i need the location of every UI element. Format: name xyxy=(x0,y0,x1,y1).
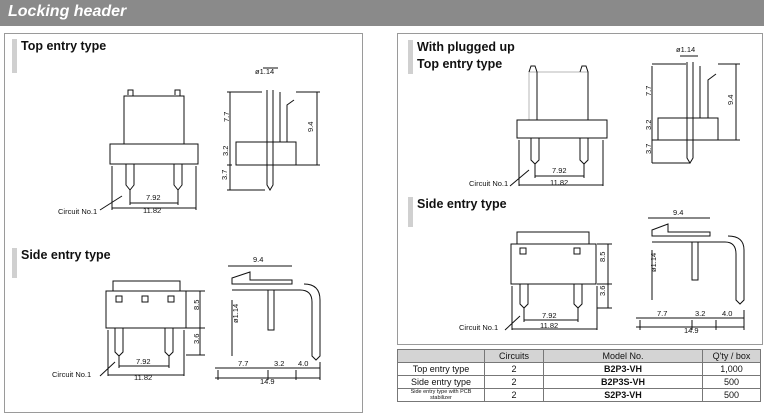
table-row: Side entry type 2 B2P3S-VH 500 xyxy=(397,375,761,389)
l-top-circuit: Circuit No.1 xyxy=(58,207,97,216)
r-side-1182: 11.82 xyxy=(540,321,558,330)
right-panel xyxy=(397,33,763,345)
r-top-792: 7.92 xyxy=(552,166,567,175)
side-entry-title: Side entry type xyxy=(12,248,111,278)
left-top-front-view xyxy=(99,89,199,211)
right-top-side-view xyxy=(651,55,740,164)
r-side-94: 9.4 xyxy=(673,208,683,217)
l-side-149: 14.9 xyxy=(260,377,275,386)
l-side-36: 3.6 xyxy=(192,334,201,344)
l-side-792: 7.92 xyxy=(136,357,151,366)
model-table: Circuits Model No. Q'ty / box Top entry … xyxy=(397,349,761,402)
r-top-phi: ø1.14 xyxy=(676,45,695,54)
r-top-32: 3.2 xyxy=(644,120,653,130)
r-top-77: 7.7 xyxy=(644,86,653,96)
l-top-792: 7.92 xyxy=(146,193,161,202)
row-qty: 500 xyxy=(702,388,761,402)
row-qty: 500 xyxy=(702,375,761,389)
row-circuits: 2 xyxy=(484,362,544,376)
table-row: Top entry type 2 B2P3-VH 1,000 xyxy=(397,362,761,376)
r-top-circuit: Circuit No.1 xyxy=(469,179,508,188)
row-qty: 1,000 xyxy=(702,362,761,376)
plugged-title-line1: With plugged up xyxy=(417,40,515,54)
row-model: B2P3-VH xyxy=(543,362,703,376)
right-side-front-view xyxy=(504,231,612,331)
l-side-phi: ø1.14 xyxy=(231,304,240,323)
row-type: Side entry type with PCB stabilizer xyxy=(397,388,485,402)
r-side-32: 3.2 xyxy=(695,309,705,318)
l-side-40: 4.0 xyxy=(298,359,308,368)
row-circuits: 2 xyxy=(484,388,544,402)
plugged-title-line2: Top entry type xyxy=(417,57,503,71)
l-side-32: 3.2 xyxy=(274,359,284,368)
r-side-792: 7.92 xyxy=(542,311,557,320)
r-top-1182: 11.82 xyxy=(550,178,568,187)
table-header xyxy=(397,349,485,363)
table-header-row: Circuits Model No. Q'ty / box xyxy=(397,349,761,363)
table-header: Model No. xyxy=(543,349,703,363)
left-top-side-view xyxy=(227,67,320,191)
table-header: Q'ty / box xyxy=(702,349,761,363)
row-circuits: 2 xyxy=(484,375,544,389)
r-side-40: 4.0 xyxy=(722,309,732,318)
r-side-36: 3.6 xyxy=(598,286,607,296)
l-side-77: 7.7 xyxy=(238,359,248,368)
r-side-77: 7.7 xyxy=(657,309,667,318)
l-side-circuit: Circuit No.1 xyxy=(52,370,91,379)
l-top-37: 3.7 xyxy=(220,170,229,180)
left-side-front-view xyxy=(99,280,205,377)
table-row: Side entry type with PCB stabilizer 2 S2… xyxy=(397,388,761,402)
r-side-149: 14.9 xyxy=(684,326,699,335)
right-top-front-view xyxy=(509,65,608,187)
row-type: Side entry type xyxy=(397,375,485,389)
l-side-1182: 11.82 xyxy=(134,373,152,382)
left-side-side-view xyxy=(215,265,321,380)
l-side-94: 9.4 xyxy=(253,255,263,264)
right-side-entry-title: Side entry type xyxy=(408,197,507,227)
r-top-37: 3.7 xyxy=(644,144,653,154)
row-model: B2P3S-VH xyxy=(543,375,703,389)
row-model: S2P3-VH xyxy=(543,388,703,402)
r-side-85: 8.5 xyxy=(598,252,607,262)
l-top-1182: 11.82 xyxy=(143,206,161,215)
table-header: Circuits xyxy=(484,349,544,363)
l-top-94: 9.4 xyxy=(306,122,315,132)
r-side-circuit: Circuit No.1 xyxy=(459,323,498,332)
plugged-title: With plugged up Top entry type xyxy=(408,39,515,74)
right-side-side-view xyxy=(636,217,745,330)
l-side-85: 8.5 xyxy=(192,300,201,310)
r-side-phi: ø1.14 xyxy=(649,253,658,272)
l-top-32: 3.2 xyxy=(221,146,230,156)
top-entry-title: Top entry type xyxy=(11,39,107,73)
header-title: Locking header xyxy=(8,3,127,20)
row-type: Top entry type xyxy=(397,362,485,376)
header-bar: Locking header xyxy=(0,0,764,26)
r-top-94: 9.4 xyxy=(726,95,735,105)
l-top-77: 7.7 xyxy=(222,112,231,122)
l-top-phi: ø1.14 xyxy=(255,67,274,76)
